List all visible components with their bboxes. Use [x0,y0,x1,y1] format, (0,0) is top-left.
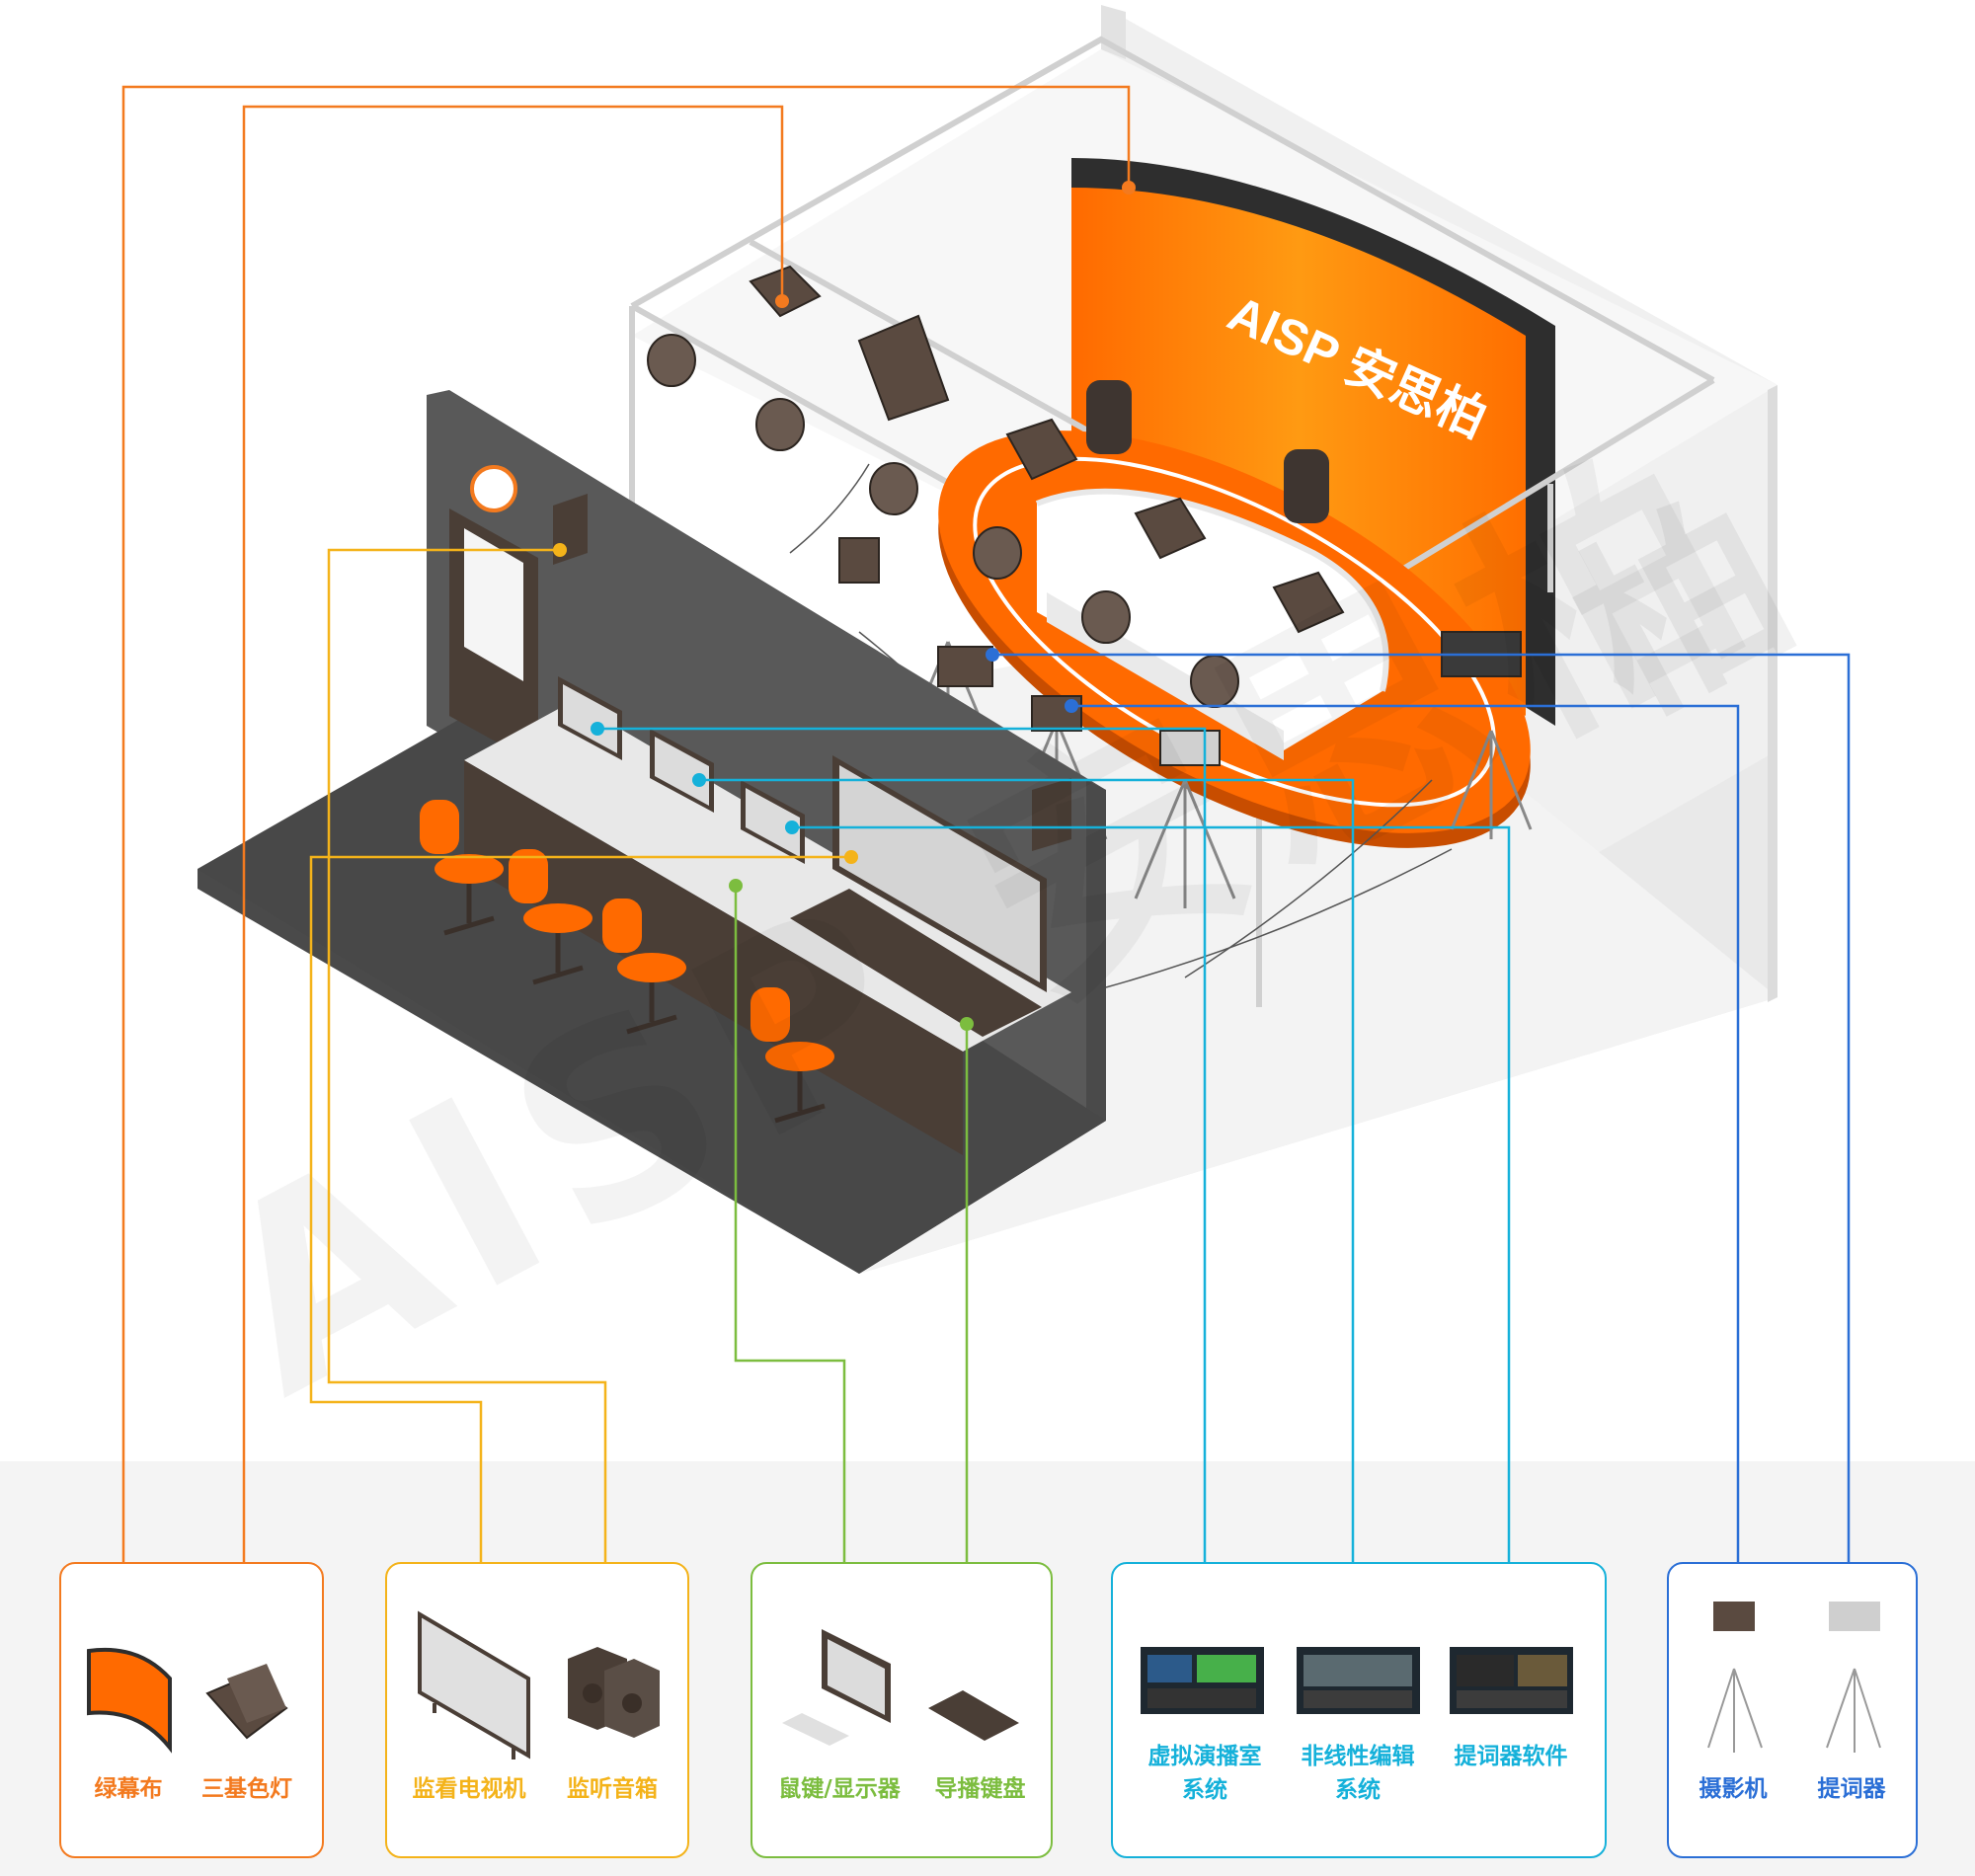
door [449,508,538,765]
label-switcher-keyboard: 导播键盘 [934,1776,1026,1802]
label-monitor-tv: 监看电视机 [412,1776,526,1802]
speaker-icon [568,1647,660,1738]
prompter-software-icon [1450,1647,1573,1714]
label-prompter-software: 提词器软件 [1454,1744,1568,1769]
desktop-monitor-icon [782,1629,891,1746]
video-wall [832,755,1047,992]
label-tricolor-light: 三基色灯 [201,1776,292,1802]
desk-monitor-screens [563,684,800,857]
nle-software-icon [1297,1647,1420,1714]
label-monitor-speaker: 监听音箱 [567,1776,658,1802]
monitor-tv-icon [418,1610,530,1759]
tricolor-light-icon [205,1664,288,1740]
switcher-keyboard-icon [928,1690,1019,1741]
stage-platform [938,430,1531,848]
screen-icon [87,1647,172,1754]
label-teleprompter: 提词器 [1817,1776,1886,1802]
label-virtual-studio-system: 虚拟演播室 系统 [1147,1744,1262,1803]
vs-software-icon [1141,1647,1264,1714]
camera-icon [1707,1602,1763,1753]
teleprompter-icon [1826,1602,1881,1753]
wall-clock [470,465,517,512]
label-camera: 摄影机 [1698,1776,1768,1802]
label-nle-system: 非线性编辑 系统 [1301,1744,1415,1803]
control-chairs [420,800,834,1124]
group-control [750,1562,1053,1858]
label-green-screen: 绿幕布 [94,1776,163,1802]
anchor-chairs [1086,380,1329,523]
switcher-console [790,889,1042,1037]
studio-lights [647,265,1345,708]
label-mouse-monitor: 鼠键/显示器 [778,1776,901,1802]
